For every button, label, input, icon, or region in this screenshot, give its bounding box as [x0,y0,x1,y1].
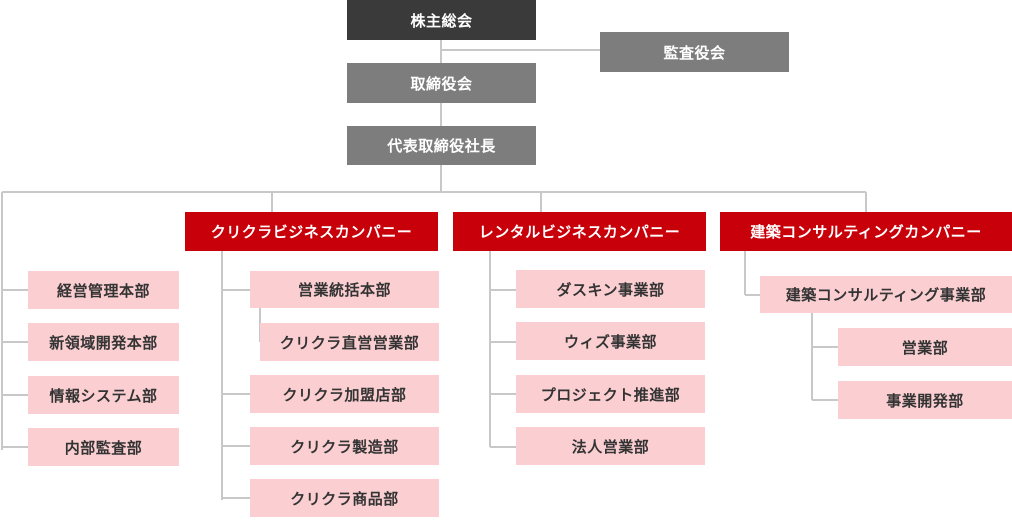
unit-node: 事業開発部 [838,381,1012,419]
audit-board-node: 監査役会 [600,32,789,72]
unit-node: プロジェクト推進部 [516,375,705,413]
unit-node: クリクラ加盟店部 [250,375,439,413]
unit-node: 建築コンサルティング事業部 [760,276,1012,313]
unit-node: クリクラ製造部 [250,427,439,465]
unit-node: ウィズ事業部 [516,322,705,360]
company-node: クリクラビジネスカンパニー [185,212,438,251]
department-node: 新領域開発本部 [28,323,179,361]
board-of-directors-node: 取締役会 [347,63,536,103]
company-node: レンタルビジネスカンパニー [453,212,706,251]
unit-node: 営業統括本部 [250,271,439,308]
department-node: 情報システム部 [28,376,179,414]
unit-node: 法人営業部 [516,427,705,465]
president-node: 代表取締役社長 [347,126,536,165]
unit-node: 営業部 [838,328,1012,366]
department-node: 経営管理本部 [28,271,179,309]
unit-node: クリクラ商品部 [250,479,439,517]
company-node: 建築コンサルティングカンパニー [720,212,1012,251]
unit-node: ダスキン事業部 [516,270,705,308]
shareholders-meeting-node: 株主総会 [347,0,536,40]
unit-node: クリクラ直営営業部 [260,323,439,361]
department-node: 内部監査部 [28,428,179,466]
